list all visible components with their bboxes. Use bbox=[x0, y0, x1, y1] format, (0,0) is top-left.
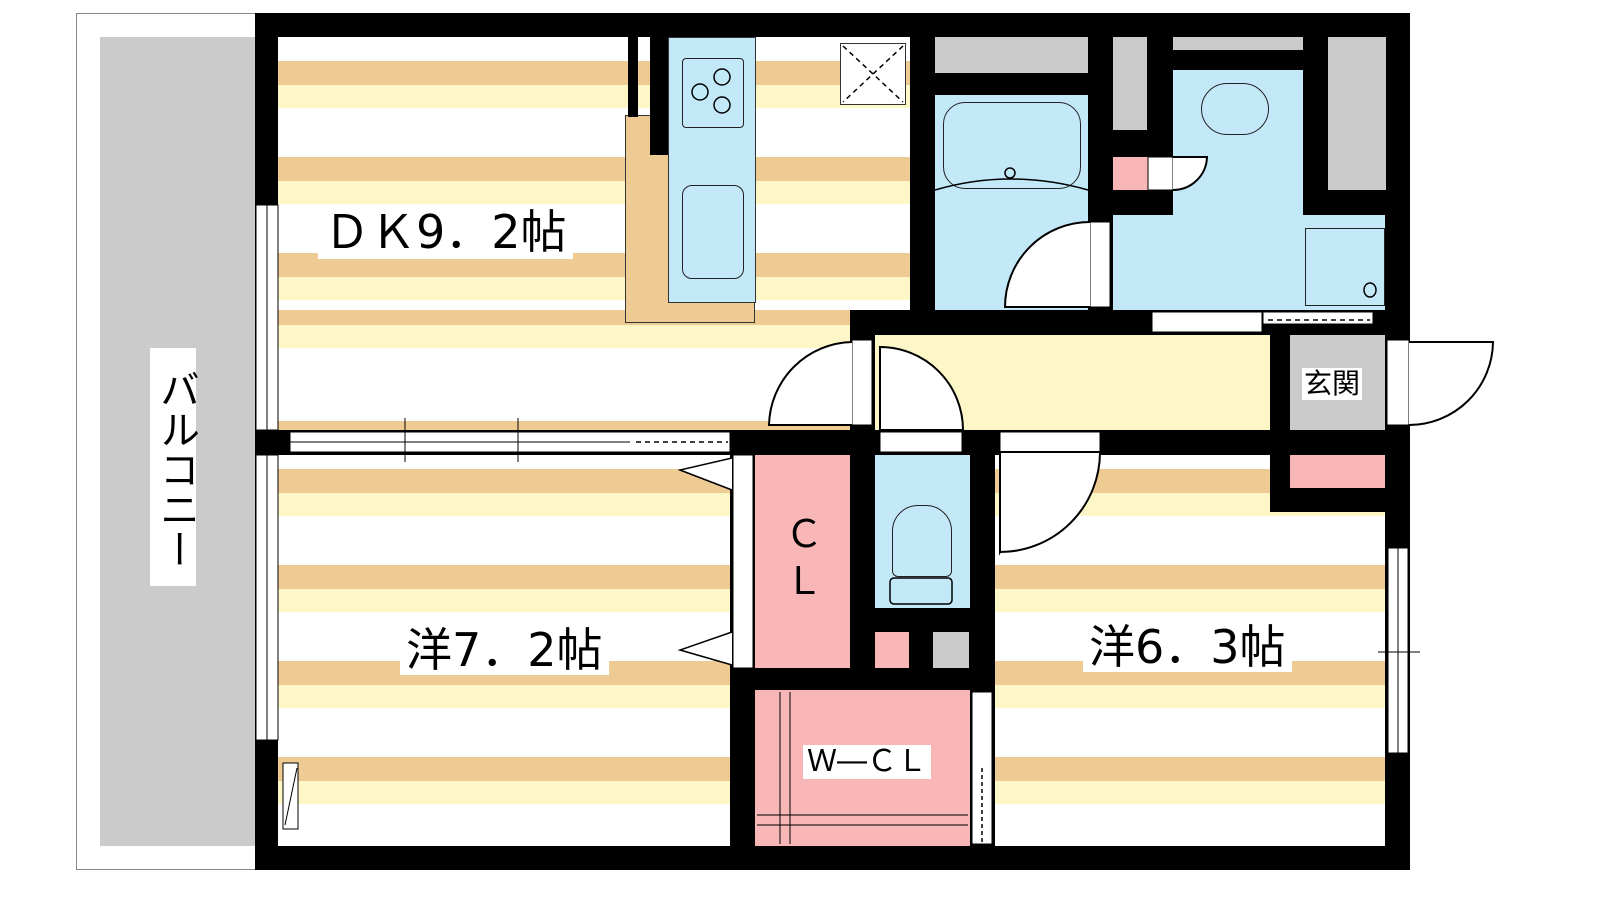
shelf-2 bbox=[1173, 37, 1303, 50]
walk-in-closet-label: Ｗ―ＣＬ bbox=[803, 745, 931, 779]
bath-shelf bbox=[935, 37, 1088, 73]
toilet-room bbox=[875, 455, 970, 608]
dk-label: ＤＫ9．2帖 bbox=[318, 205, 573, 259]
wcl-rods bbox=[757, 692, 968, 844]
shoe-storage-2 bbox=[1290, 455, 1385, 488]
bathtub-drain-icon bbox=[934, 167, 1089, 191]
door-hall-dk bbox=[767, 339, 873, 426]
window-western1 bbox=[255, 454, 279, 741]
kitchen-partition bbox=[650, 37, 668, 155]
door-hall-toilet bbox=[879, 345, 965, 453]
closet bbox=[755, 455, 850, 668]
toilet-storage bbox=[875, 632, 909, 668]
shelf-1 bbox=[1113, 37, 1147, 130]
western1-small-window bbox=[282, 762, 299, 830]
door-closet bbox=[677, 454, 754, 669]
western1-label: 洋7．2帖 bbox=[400, 625, 609, 675]
room-dk-lower bbox=[278, 310, 850, 430]
stove-icon bbox=[682, 58, 744, 128]
vanity-area bbox=[1173, 70, 1303, 140]
entrance-door bbox=[1386, 339, 1495, 426]
bathtub-icon bbox=[943, 102, 1081, 189]
toilet-icon bbox=[892, 505, 952, 577]
washbasin-icon bbox=[1201, 83, 1269, 135]
ventilation-icon bbox=[842, 45, 904, 103]
kitchen-partition-2 bbox=[628, 37, 638, 117]
pipe-space bbox=[933, 632, 969, 668]
sink-icon bbox=[682, 185, 744, 279]
washer-drain-icon bbox=[1363, 282, 1377, 298]
balcony-label: バルコニー bbox=[150, 348, 199, 586]
washing-machine-space bbox=[1305, 228, 1385, 306]
storage-small bbox=[1113, 157, 1148, 190]
closet-label-l: Ｌ bbox=[785, 559, 824, 603]
washroom-lower bbox=[1113, 215, 1385, 310]
closet-label-c: Ｃ bbox=[785, 512, 824, 556]
door-western2 bbox=[999, 431, 1102, 556]
door-bathroom bbox=[1003, 221, 1111, 308]
hall-window bbox=[1151, 311, 1374, 333]
entrance-label: 玄関 bbox=[1302, 367, 1363, 400]
door-wcl bbox=[971, 691, 993, 845]
toilet-tank-icon bbox=[889, 577, 953, 605]
western2-label: 洋6．3帖 bbox=[1083, 622, 1292, 672]
sliding-door-dk bbox=[289, 418, 731, 462]
window-dk bbox=[255, 204, 279, 431]
stove-burners-icon bbox=[691, 68, 731, 114]
window-western2 bbox=[1378, 547, 1420, 754]
shelf-3 bbox=[1328, 37, 1386, 190]
wash-door bbox=[1147, 156, 1209, 191]
